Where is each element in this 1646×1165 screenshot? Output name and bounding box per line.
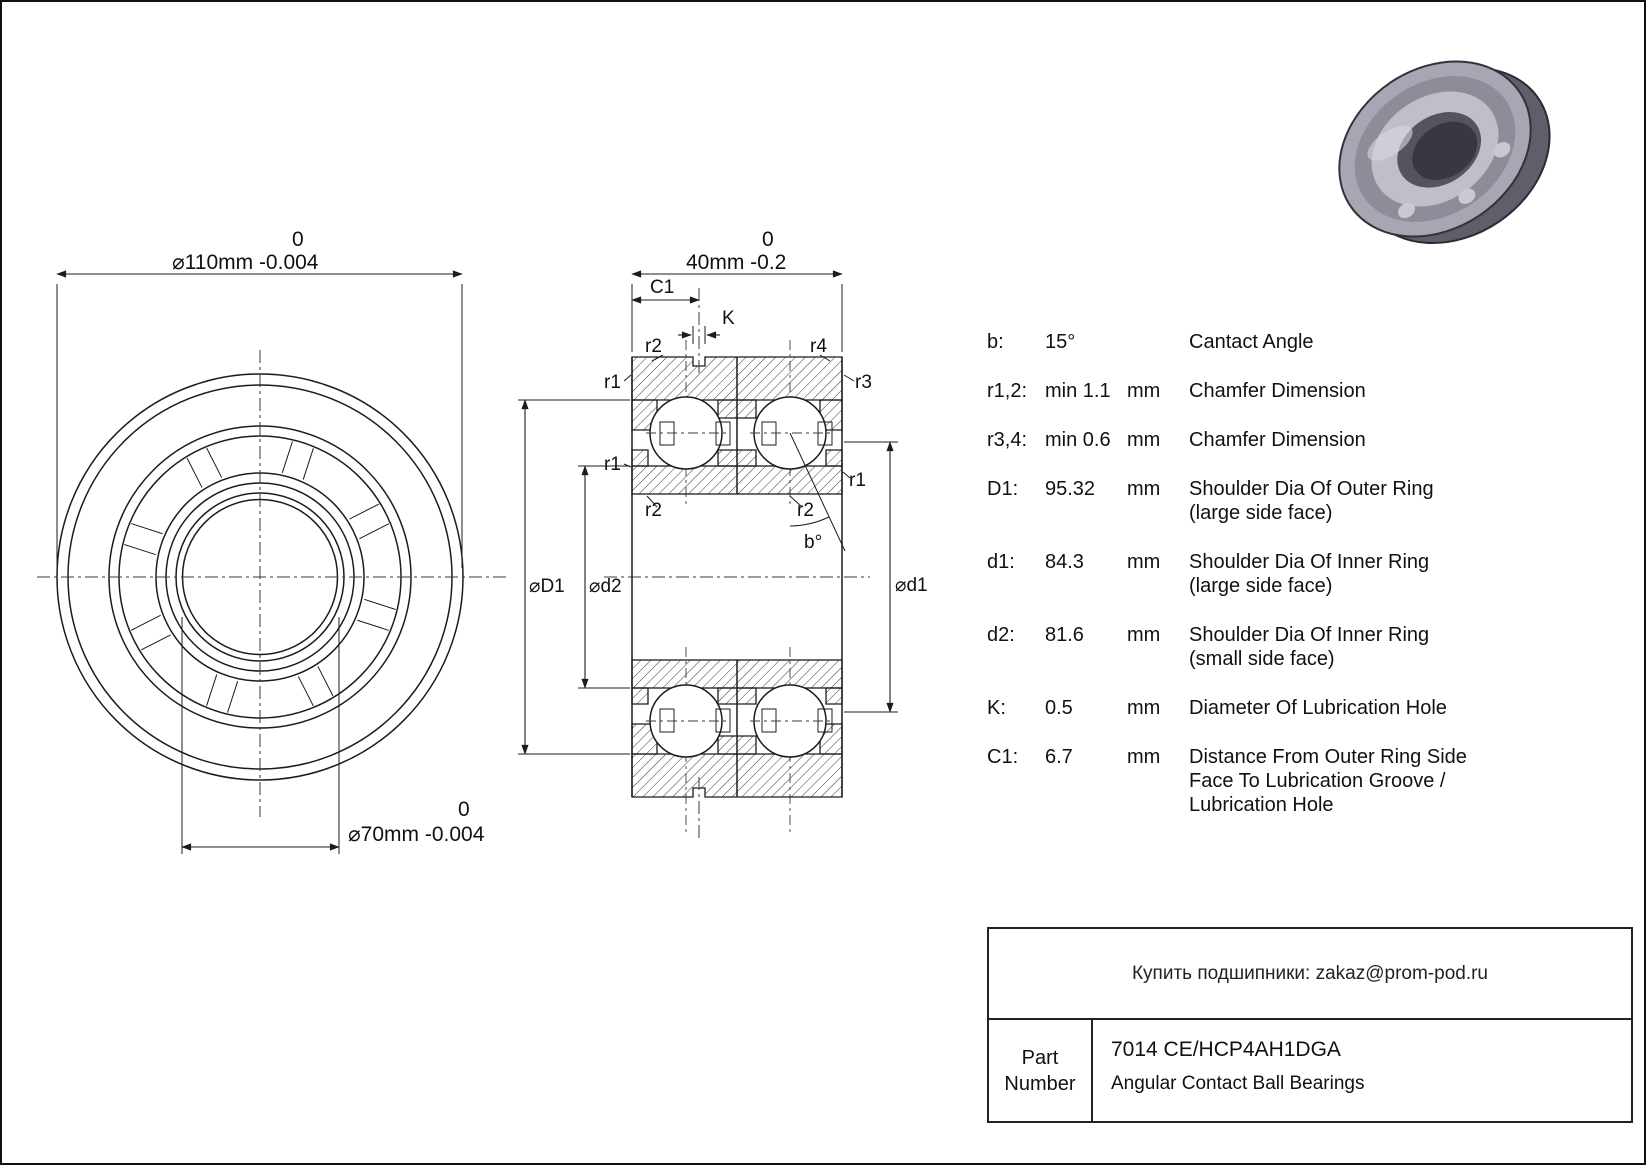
label-r2-right-lower: r2 (797, 500, 814, 521)
spec-param: d2: (987, 624, 1015, 646)
spec-description: Chamfer Dimension (1189, 429, 1366, 451)
k-dimension: K (678, 308, 735, 344)
label-dia-d2: ⌀d2 (589, 576, 622, 597)
label-r2-top-left: r2 (645, 336, 662, 357)
label-contact-angle: b° (804, 532, 822, 553)
label-r2-left-lower: r2 (645, 500, 662, 521)
width-upper-tolerance: 0 (762, 228, 774, 251)
od-dimension-text: ⌀110mm -0.004 (172, 251, 319, 274)
spec-row-d1: d1: 84.3 mm Shoulder Dia Of Inner Ring (… (987, 550, 1635, 598)
spec-param: r1,2: (987, 380, 1028, 402)
spec-param: K: (987, 697, 1006, 719)
spec-param: D1: (987, 478, 1019, 500)
d1-dimension: ⌀d1 (844, 441, 928, 713)
cage-section-top (659, 421, 833, 446)
bore-dimension: ⌀70mm -0.004 0 (181, 617, 485, 854)
spec-row-d2: d2: 81.6 mm Shoulder Dia Of Inner Ring (… (987, 623, 1635, 671)
front-view: ⌀110mm -0.004 0 ⌀70mm -0.004 0 (37, 228, 507, 854)
spec-row-r12: r1,2: min 1.1 mm Chamfer Dimension (987, 379, 1635, 403)
spec-param: b: (987, 331, 1004, 353)
bore-upper-tolerance: 0 (458, 798, 470, 821)
contact-line: Купить подшипники: zakaz@prom-pod.ru (989, 929, 1631, 1020)
section-view: 40mm -0.2 0 C1 K ⌀D1 (518, 228, 928, 842)
spec-description: Shoulder Dia Of Outer Ring (large side f… (1189, 478, 1434, 524)
label-dia-D1: ⌀D1 (529, 576, 565, 597)
spec-description: Diameter Of Lubrication Hole (1189, 697, 1447, 719)
spec-unit: mm (1127, 380, 1161, 402)
spec-description: Distance From Outer Ring Side Face To Lu… (1189, 746, 1467, 816)
chamfer-labels: r2 r4 r1 r3 r1 r1 r2 r2 b° (604, 336, 872, 553)
spec-value: min 1.1 (1045, 380, 1111, 402)
spec-unit: mm (1127, 478, 1161, 500)
spec-description: Cantact Angle (1189, 331, 1314, 353)
spec-value: 81.6 (1045, 624, 1084, 646)
contact-angle-lines (789, 432, 846, 552)
title-block: Купить подшипники: zakaz@prom-pod.ru Par… (987, 927, 1633, 1123)
spec-unit (1127, 330, 1189, 354)
spec-value: 84.3 (1045, 551, 1084, 573)
spec-row-D1: D1: 95.32 mm Shoulder Dia Of Outer Ring … (987, 477, 1635, 525)
spec-param: C1: (987, 746, 1019, 768)
label-c1: C1 (650, 277, 674, 298)
spec-value: 15° (1045, 331, 1076, 353)
spec-param: d1: (987, 551, 1015, 573)
spec-unit: mm (1127, 429, 1161, 451)
d2-dimension: ⌀d2 (578, 465, 630, 689)
label-r3-right-upper: r3 (855, 372, 872, 393)
spec-row-K: K: 0.5 mm Diameter Of Lubrication Hole (987, 696, 1635, 720)
cage-section-bottom (659, 708, 833, 733)
spec-description: Shoulder Dia Of Inner Ring (small side f… (1189, 624, 1430, 670)
part-info: 7014 CE/HCP4AH1DGA Angular Contact Ball … (1093, 1020, 1631, 1121)
d-capital-1-dimension: ⌀D1 (518, 399, 630, 755)
spec-row-r34: r3,4: min 0.6 mm Chamfer Dimension (987, 428, 1635, 452)
spec-unit: mm (1127, 746, 1161, 768)
spec-row-C1: C1: 6.7 mm Distance From Outer Ring Side… (987, 745, 1635, 817)
label-k: K (722, 308, 735, 329)
c1-dimension: C1 (631, 277, 700, 377)
bore-dimension-text: ⌀70mm -0.004 (348, 823, 485, 846)
spec-unit: mm (1127, 551, 1161, 573)
label-dia-d1: ⌀d1 (895, 575, 928, 596)
spec-description: Chamfer Dimension (1189, 380, 1366, 402)
spec-param: r3,4: (987, 429, 1028, 451)
label-r4-top-right: r4 (810, 336, 827, 357)
label-r1-left-lower: r1 (604, 454, 621, 475)
cage-pockets-front (124, 441, 396, 713)
spec-value: 6.7 (1045, 746, 1073, 768)
bearing-photo (1338, 60, 1551, 245)
label-r1-right-lower: r1 (849, 470, 866, 491)
spec-value: 95.32 (1045, 478, 1096, 500)
od-upper-tolerance: 0 (292, 228, 304, 251)
spec-row-b: b: 15° Cantact Angle (987, 330, 1635, 354)
width-dimension-text: 40mm -0.2 (686, 251, 786, 274)
od-dimension: ⌀110mm -0.004 0 (56, 228, 463, 568)
part-number-value: 7014 CE/HCP4AH1DGA (1111, 1038, 1341, 1061)
label-r1-left-upper: r1 (604, 372, 621, 393)
spec-description: Shoulder Dia Of Inner Ring (large side f… (1189, 551, 1430, 597)
spec-table: b: 15° Cantact Angle r1,2: min 1.1 mm Ch… (987, 330, 1635, 842)
part-number-label: Part Number (989, 1020, 1093, 1121)
spec-value: min 0.6 (1045, 429, 1111, 451)
spec-unit: mm (1127, 697, 1161, 719)
width-dimension: 40mm -0.2 0 (631, 228, 843, 352)
part-row: Part Number 7014 CE/HCP4AH1DGA Angular C… (989, 1020, 1631, 1121)
part-type: Angular Contact Ball Bearings (1111, 1073, 1365, 1094)
spec-value: 0.5 (1045, 697, 1073, 719)
spec-unit: mm (1127, 624, 1161, 646)
